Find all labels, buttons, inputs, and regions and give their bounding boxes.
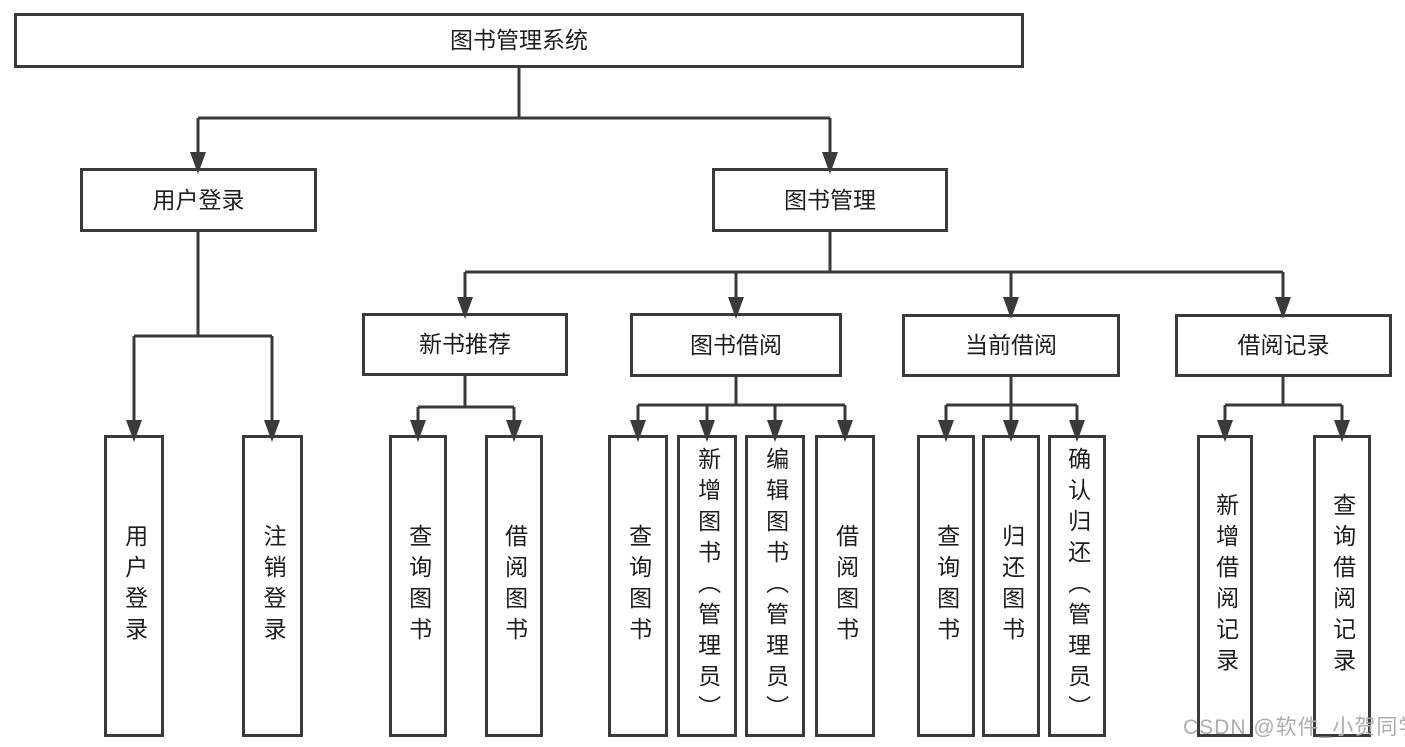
node-label: 图书管理系统 [450, 27, 588, 53]
node-label: 确认归还（管理员） [1064, 446, 1091, 726]
node-leaf-add-books-admin: 新增图书（管理员） [677, 435, 737, 737]
node-label: 图书管理 [784, 186, 876, 213]
node-leaf-query-borrow-record: 查询借阅记录 [1313, 435, 1371, 737]
node-label: 借阅图书 [501, 524, 528, 648]
node-label: 借阅图书 [832, 524, 859, 648]
node-label: 查询借阅记录 [1329, 493, 1356, 679]
node-book-management: 图书管理 [712, 168, 948, 232]
node-leaf-user-login: 用户登录 [104, 435, 164, 737]
node-label: 图书借阅 [690, 331, 782, 358]
node-label: 归还图书 [998, 524, 1025, 648]
node-book-borrowing: 图书借阅 [630, 313, 842, 377]
node-label: 借阅记录 [1237, 332, 1330, 358]
node-label: 新增图书（管理员） [694, 446, 721, 726]
node-label: 新书推荐 [419, 331, 511, 357]
node-leaf-logout: 注销登录 [242, 435, 303, 737]
node-label: 查询图书 [933, 524, 960, 648]
node-leaf-borrow-books-1: 借阅图书 [485, 435, 543, 737]
node-label: 新增借阅记录 [1212, 493, 1239, 679]
node-label: 用户登录 [121, 524, 148, 648]
node-leaf-edit-books-admin: 编辑图书（管理员） [745, 435, 805, 737]
node-label: 当前借阅 [965, 332, 1057, 358]
node-leaf-query-books-1: 查询图书 [389, 435, 447, 737]
node-leaf-borrow-books-2: 借阅图书 [815, 435, 875, 737]
node-leaf-query-books-2: 查询图书 [608, 435, 668, 737]
node-borrowing-records: 借阅记录 [1175, 314, 1392, 377]
node-label: 注销登录 [260, 524, 287, 648]
node-leaf-confirm-return-admin: 确认归还（管理员） [1048, 435, 1106, 737]
node-label: 查询图书 [405, 524, 432, 648]
node-current-borrowing: 当前借阅 [902, 314, 1120, 377]
node-leaf-query-books-3: 查询图书 [917, 435, 975, 737]
node-library-management-system: 图书管理系统 [14, 13, 1024, 68]
node-label: 用户登录 [152, 186, 245, 213]
node-label: 查询图书 [625, 524, 652, 648]
node-label: 编辑图书（管理员） [762, 446, 789, 726]
node-user-login: 用户登录 [80, 168, 317, 232]
node-leaf-return-books: 归还图书 [982, 435, 1040, 737]
node-leaf-add-borrow-record: 新增借阅记录 [1197, 435, 1253, 737]
node-new-book-recommendation: 新书推荐 [362, 313, 568, 376]
csdn-watermark: CSDN @软件_小贺同学 [1183, 716, 1405, 739]
